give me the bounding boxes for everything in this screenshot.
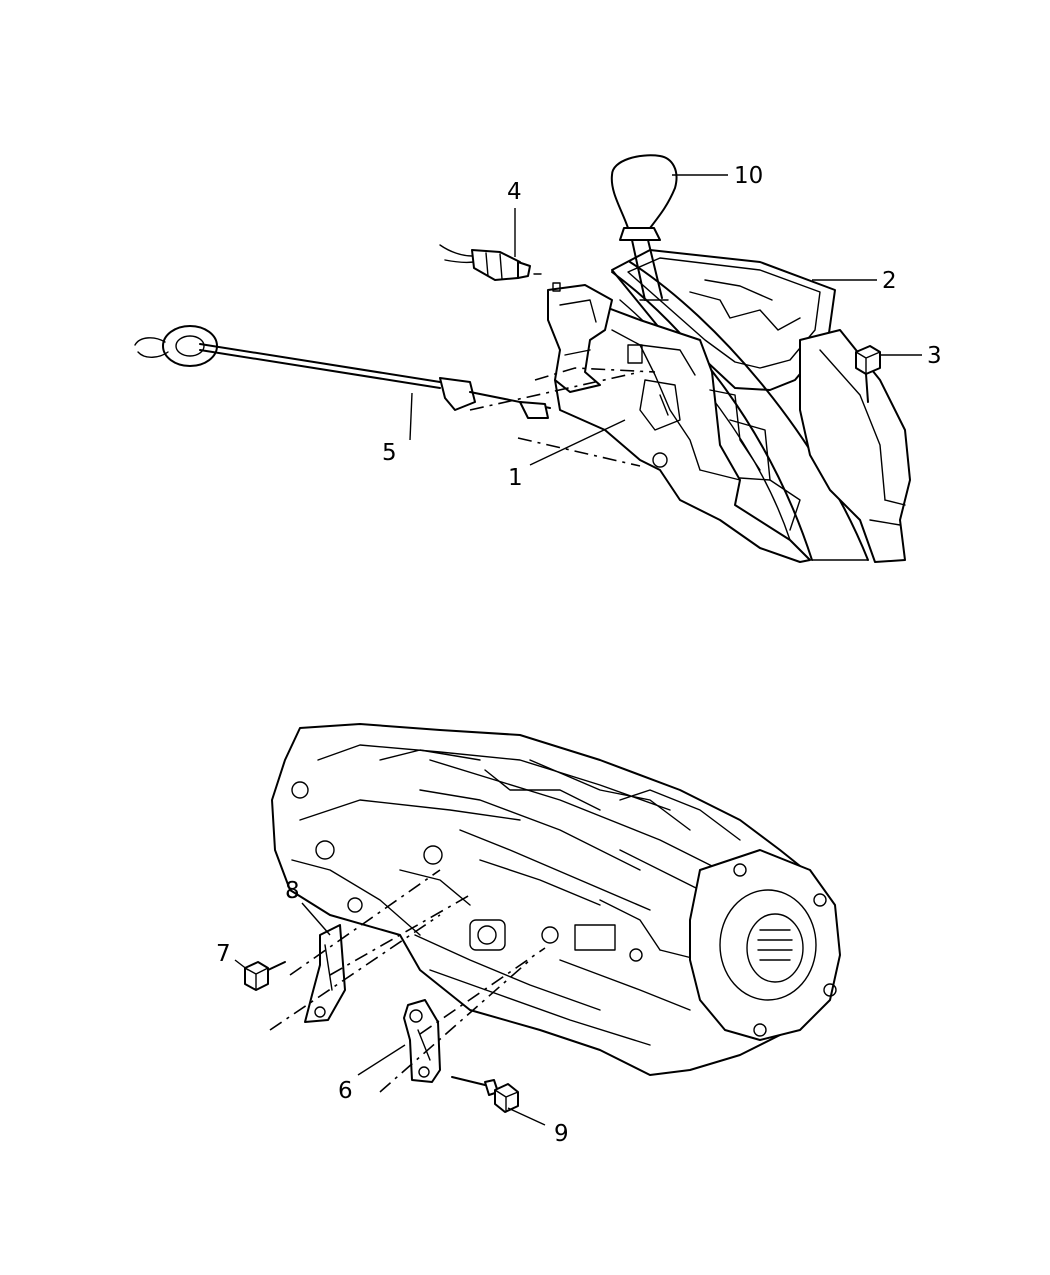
bolt-9 bbox=[451, 1076, 519, 1113]
callout-10: 10 bbox=[734, 163, 763, 189]
callout-6: 6 bbox=[338, 1078, 353, 1104]
output-housing bbox=[689, 849, 841, 1041]
transmission-case bbox=[379, 749, 741, 1046]
callout-7: 7 bbox=[216, 941, 231, 967]
callout-4: 4 bbox=[507, 179, 522, 205]
shift-lever-6 bbox=[403, 999, 441, 1083]
bolt-7 bbox=[244, 961, 286, 991]
callout-1: 1 bbox=[508, 465, 523, 491]
bolt-3 bbox=[855, 345, 881, 403]
bell-housing bbox=[271, 723, 831, 1076]
shift-cable bbox=[134, 325, 551, 419]
callout-8: 8 bbox=[285, 878, 300, 904]
callout-2: 2 bbox=[882, 268, 897, 294]
transmission-assembly bbox=[244, 723, 841, 1113]
console-side bbox=[799, 329, 911, 563]
shifter-assembly bbox=[134, 154, 911, 563]
callout-9: 9 bbox=[554, 1121, 569, 1147]
leader-lines bbox=[234, 174, 922, 1126]
callout-5: 5 bbox=[382, 440, 397, 466]
cable-bracket bbox=[547, 284, 613, 393]
callout-3: 3 bbox=[927, 343, 942, 369]
bracket-8 bbox=[304, 924, 346, 1023]
shift-knob bbox=[610, 154, 678, 301]
interlock-cable bbox=[439, 244, 561, 292]
